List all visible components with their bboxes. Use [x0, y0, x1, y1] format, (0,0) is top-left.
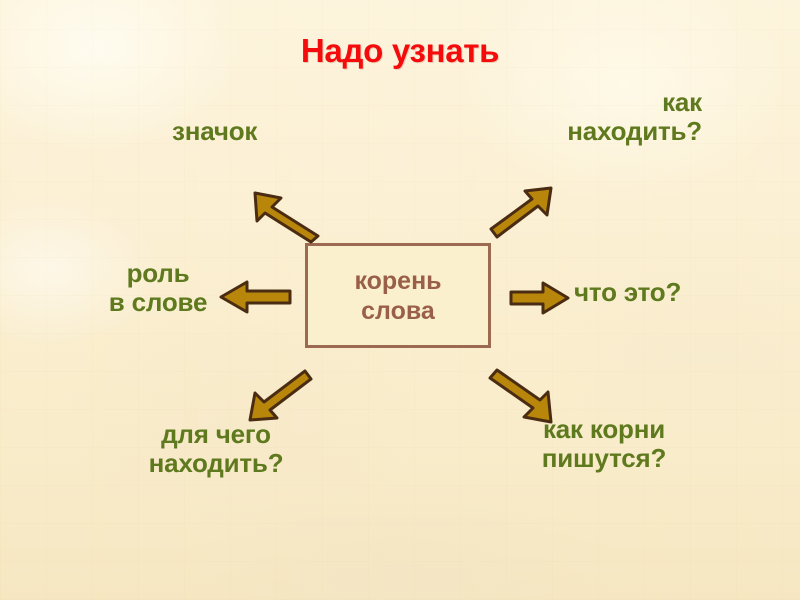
branch-label-rol-v-slove: роль в слове [108, 258, 208, 318]
arrow-left-icon [219, 280, 292, 314]
branch-label-znachok: значок [172, 116, 258, 146]
arrow-down-right-icon [488, 368, 553, 424]
arrow-up-left-icon [253, 191, 320, 244]
branch-label-kak-korni-pishutsya: как корни пишутся? [541, 414, 667, 474]
arrow-down-left-icon [248, 369, 313, 422]
arrow-right-icon [509, 281, 570, 315]
center-concept-box: корень слова [305, 243, 491, 348]
branch-label-chto-eto: что это? [574, 277, 682, 307]
center-concept-label: корень слова [354, 266, 442, 325]
arrow-up-right-icon [489, 186, 553, 239]
branch-label-kak-nahodit: как находить? [567, 87, 702, 147]
branch-label-dlya-chego-nahodit: для чего находить? [148, 419, 284, 479]
page-title: Надо узнать [300, 32, 500, 69]
